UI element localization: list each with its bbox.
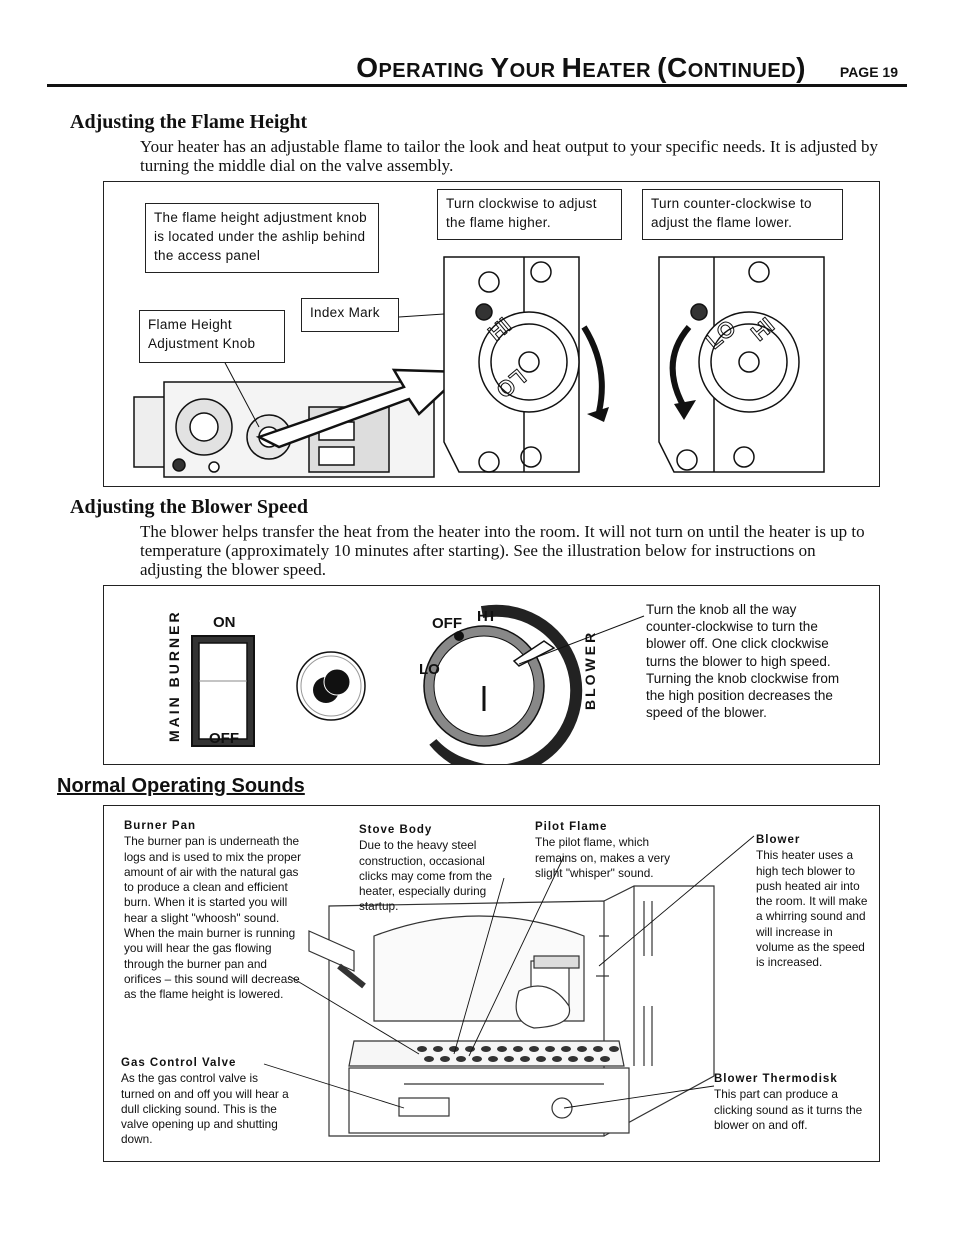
blower-note: Turn the knob all the way counter-clockw… [646, 602, 840, 721]
burner-hole [552, 1056, 562, 1062]
burner-hole [600, 1056, 610, 1062]
burner-hole [481, 1046, 491, 1052]
burner-hole [513, 1046, 523, 1052]
title-rule [47, 84, 907, 87]
thermodisk-title: Blower Thermodisk [714, 1073, 838, 1085]
blower-figure: MAIN BURNER ON OFF OFF HI LO BLOWER Turn… [103, 585, 880, 765]
burner-hole [504, 1056, 514, 1062]
callout-knob-location: The flame height adjustment knob is loca… [145, 203, 379, 273]
burner-holes [417, 1046, 619, 1062]
switch-on-label: ON [213, 614, 236, 631]
burner-hole [456, 1056, 466, 1062]
callout-index-mark: Index Mark [301, 298, 399, 332]
blower-body: The blower helps transfer the heat from … [140, 522, 865, 579]
burner-hole [440, 1056, 450, 1062]
page-number: PAGE 19 [839, 64, 898, 80]
page-title: OPERATING YOUR HEATER (CONTINUED) [356, 52, 806, 83]
sounds-figure: Burner Pan The burner pan is underneath … [103, 805, 880, 1162]
burner-hole [449, 1046, 459, 1052]
knob-off-label: OFF [432, 615, 462, 632]
blower-vertical-label: BLOWER [582, 629, 598, 710]
blower-sound-note: Blower This heater uses a high tech blow… [756, 833, 868, 971]
pilot-flame-title: Pilot Flame [535, 821, 608, 833]
stove-illustration [263, 835, 755, 1137]
main-burner-label: MAIN BURNER [166, 609, 182, 742]
burner-pan-title: Burner Pan [124, 820, 196, 832]
burner-hole [465, 1046, 475, 1052]
burner-hole [609, 1046, 619, 1052]
burner-hole [417, 1046, 427, 1052]
stove-body-text: Due to the heavy steel construction, occ… [359, 838, 493, 914]
callout-counter-clockwise: Turn counter-clockwise to adjust the fla… [642, 189, 843, 240]
burner-hole [536, 1056, 546, 1062]
burner-hole [584, 1056, 594, 1062]
stove-body-note: Stove Body Due to the heavy steel constr… [359, 823, 509, 915]
pilot-flame-note: Pilot Flame The pilot flame, which remai… [535, 820, 690, 881]
burner-pan-note: Burner Pan The burner pan is underneath … [124, 819, 304, 1003]
flame-body: Your heater has an adjustable flame to t… [140, 137, 879, 175]
pilot-flame-text: The pilot flame, which remains on, makes… [535, 835, 671, 880]
gas-valve-note: Gas Control Valve As the gas control val… [121, 1056, 291, 1148]
callout-flame-knob: Flame Height Adjustment Knob [139, 310, 285, 363]
flame-illustration: HI LO LO HI [133, 256, 825, 478]
burner-hole [497, 1046, 507, 1052]
burner-hole [568, 1056, 578, 1062]
blower-sound-title: Blower [756, 834, 801, 846]
gas-valve-text: As the gas control valve is turned on an… [121, 1071, 289, 1147]
burner-hole [593, 1046, 603, 1052]
knob-hi-label: HI [477, 608, 496, 625]
blower-sound-text: This heater uses a high tech blower to p… [756, 848, 868, 970]
blower-leader [518, 615, 645, 665]
blower-heading: Adjusting the Blower Speed [70, 496, 308, 518]
burner-hole [529, 1046, 539, 1052]
burner-hole [561, 1046, 571, 1052]
burner-pan-text: The burner pan is underneath the logs an… [124, 834, 302, 1002]
thermodisk-note: Blower Thermodisk This part can produce … [714, 1072, 869, 1133]
burner-hole [433, 1046, 443, 1052]
callout-clockwise: Turn clockwise to adjust the flame highe… [437, 189, 622, 240]
burner-hole [577, 1046, 587, 1052]
switch-off-label: OFF [209, 730, 239, 747]
gas-valve-title: Gas Control Valve [121, 1057, 237, 1069]
burner-hole [488, 1056, 498, 1062]
stove-body-title: Stove Body [359, 824, 433, 836]
blower-illustration [191, 604, 583, 764]
knob-lo-label: LO [419, 661, 440, 678]
burner-hole [545, 1046, 555, 1052]
burner-hole [520, 1056, 530, 1062]
thermodisk-text: This part can produce a clicking sound a… [714, 1087, 863, 1132]
flame-figure: HI LO LO HI The flame height adjustment … [103, 181, 880, 487]
burner-hole [472, 1056, 482, 1062]
flame-heading: Adjusting the Flame Height [70, 111, 308, 133]
burner-hole [424, 1056, 434, 1062]
sounds-heading: Normal Operating Sounds [57, 775, 305, 797]
